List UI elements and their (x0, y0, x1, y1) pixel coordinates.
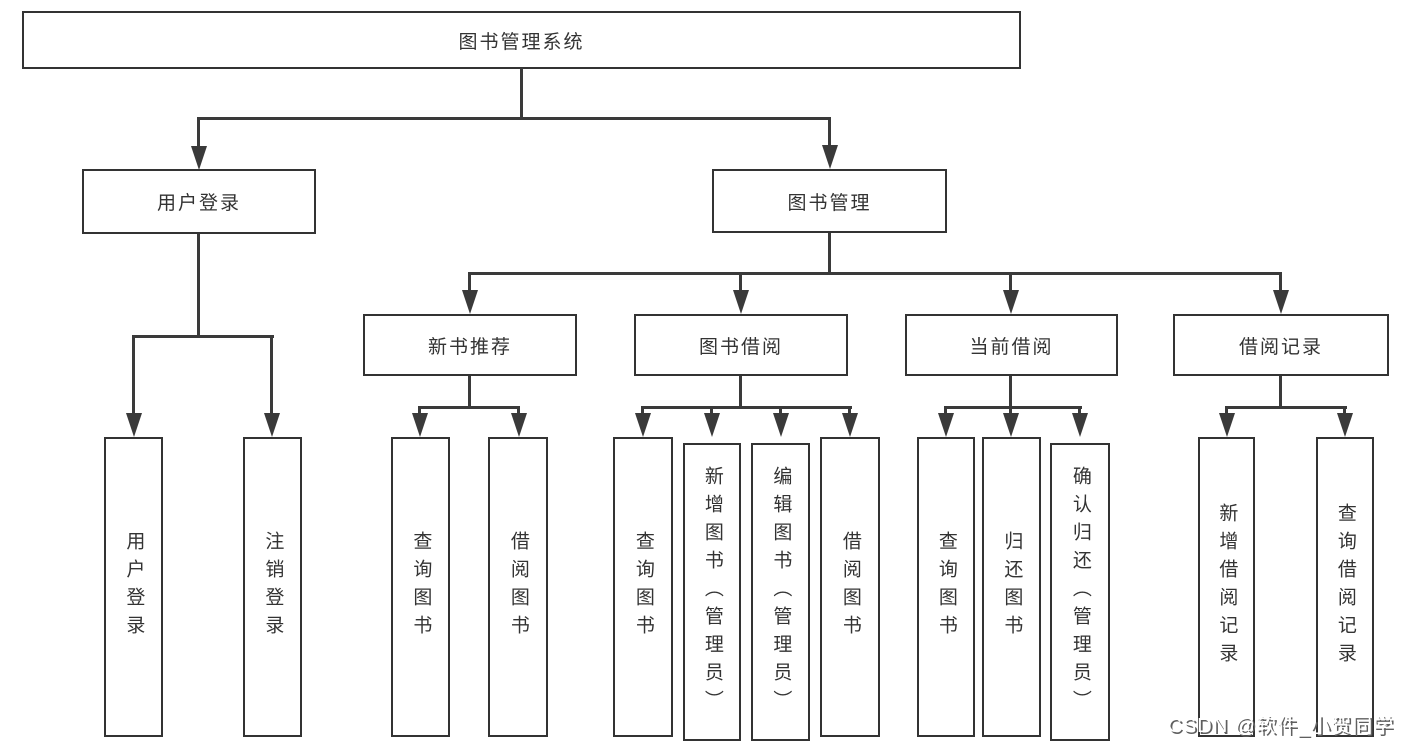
node-borrow-records: 借阅记录 (1173, 314, 1389, 376)
node-label: 借阅记录 (1238, 336, 1323, 358)
leaf-label: 新增借阅记录 (1216, 503, 1238, 671)
leaf-query-book: 查询图书 (917, 437, 975, 737)
connector-line (1225, 409, 1228, 415)
connector-line (828, 233, 831, 272)
connector-line (944, 409, 947, 415)
arrowhead-icon (842, 413, 858, 437)
connector-line (739, 275, 742, 291)
node-label: 用户登录 (156, 193, 241, 214)
connector-line (1078, 409, 1081, 415)
arrowhead-icon (191, 146, 207, 170)
connector-line (1225, 406, 1347, 409)
leaf-label: 查询图书 (410, 531, 432, 643)
arrowhead-icon (1003, 290, 1019, 314)
connector-line (710, 409, 713, 415)
node-label: 新书推荐 (427, 336, 512, 358)
node-label: 图书管理 (787, 192, 872, 214)
node-library-system: 图书管理系统 (22, 11, 1021, 69)
leaf-add-book-admin: 新增图书（管理员） (683, 443, 741, 741)
leaf-edit-book-admin: 编辑图书（管理员） (751, 443, 810, 741)
node-label: 图书借阅 (698, 336, 783, 358)
arrowhead-icon (733, 290, 749, 314)
leaf-query-borrow-record: 查询借阅记录 (1316, 437, 1374, 737)
node-current-borrow: 当前借阅 (905, 314, 1118, 376)
connector-line (1279, 275, 1282, 291)
arrowhead-icon (1072, 413, 1088, 437)
node-book-borrow: 图书借阅 (634, 314, 848, 376)
csdn-watermark: CSDN @软件_小贺同学 (1167, 715, 1394, 737)
connector-line (197, 117, 831, 120)
arrowhead-icon (704, 413, 720, 437)
connector-line (1343, 409, 1346, 415)
connector-line (468, 275, 471, 291)
connector-line (132, 335, 274, 338)
leaf-label: 借阅图书 (507, 531, 529, 643)
leaf-label: 查询图书 (632, 531, 654, 643)
connector-line (641, 406, 852, 409)
arrowhead-icon (1337, 413, 1353, 437)
leaf-label: 查询图书 (935, 531, 957, 643)
connector-line (197, 234, 200, 335)
node-book-management: 图书管理 (712, 169, 947, 233)
arrowhead-icon (773, 413, 789, 437)
node-label: 当前借阅 (969, 336, 1054, 358)
leaf-logout: 注销登录 (243, 437, 302, 737)
arrowhead-icon (264, 413, 280, 437)
connector-line (197, 120, 200, 147)
leaf-query-book: 查询图书 (613, 437, 673, 737)
arrowhead-icon (938, 413, 954, 437)
leaf-label: 借阅图书 (839, 531, 861, 643)
leaf-label: 编辑图书（管理员） (770, 466, 792, 718)
connector-line (779, 409, 782, 415)
leaf-return-book: 归还图书 (982, 437, 1041, 737)
leaf-add-borrow-record: 新增借阅记录 (1198, 437, 1255, 737)
arrowhead-icon (1219, 413, 1235, 437)
connector-line (641, 409, 644, 415)
arrowhead-icon (822, 145, 838, 169)
connector-line (270, 338, 273, 414)
arrowhead-icon (462, 290, 478, 314)
leaf-borrow-book: 借阅图书 (820, 437, 880, 737)
leaf-label: 查询借阅记录 (1334, 503, 1356, 671)
connector-line (739, 376, 742, 406)
connector-line (517, 409, 520, 415)
connector-line (132, 338, 135, 414)
connector-line (848, 409, 851, 415)
leaf-query-book: 查询图书 (391, 437, 450, 737)
arrowhead-icon (126, 413, 142, 437)
leaf-label: 注销登录 (262, 531, 284, 643)
arrowhead-icon (1273, 290, 1289, 314)
connector-line (1279, 376, 1282, 406)
connector-line (1009, 376, 1012, 406)
leaf-label: 新增图书（管理员） (701, 466, 723, 718)
leaf-label: 确认归还（管理员） (1069, 466, 1091, 718)
connector-line (418, 409, 421, 415)
connector-line (1009, 409, 1012, 415)
connector-line (418, 406, 520, 409)
connector-line (1009, 275, 1012, 291)
connector-line (944, 406, 1082, 409)
node-label: 图书管理系统 (458, 31, 585, 53)
arrowhead-icon (635, 413, 651, 437)
leaf-user-login: 用户登录 (104, 437, 163, 737)
node-new-book-recommend: 新书推荐 (363, 314, 577, 376)
leaf-confirm-return-admin: 确认归还（管理员） (1050, 443, 1110, 741)
arrowhead-icon (1003, 413, 1019, 437)
leaf-label: 归还图书 (1001, 531, 1023, 643)
connector-line (828, 120, 831, 147)
arrowhead-icon (412, 413, 428, 437)
connector-line (468, 376, 471, 406)
arrowhead-icon (511, 413, 527, 437)
connector-line (468, 272, 1282, 275)
node-user-login: 用户登录 (82, 169, 316, 234)
connector-line (520, 68, 523, 117)
leaf-label: 用户登录 (123, 531, 145, 643)
leaf-borrow-book: 借阅图书 (488, 437, 548, 737)
